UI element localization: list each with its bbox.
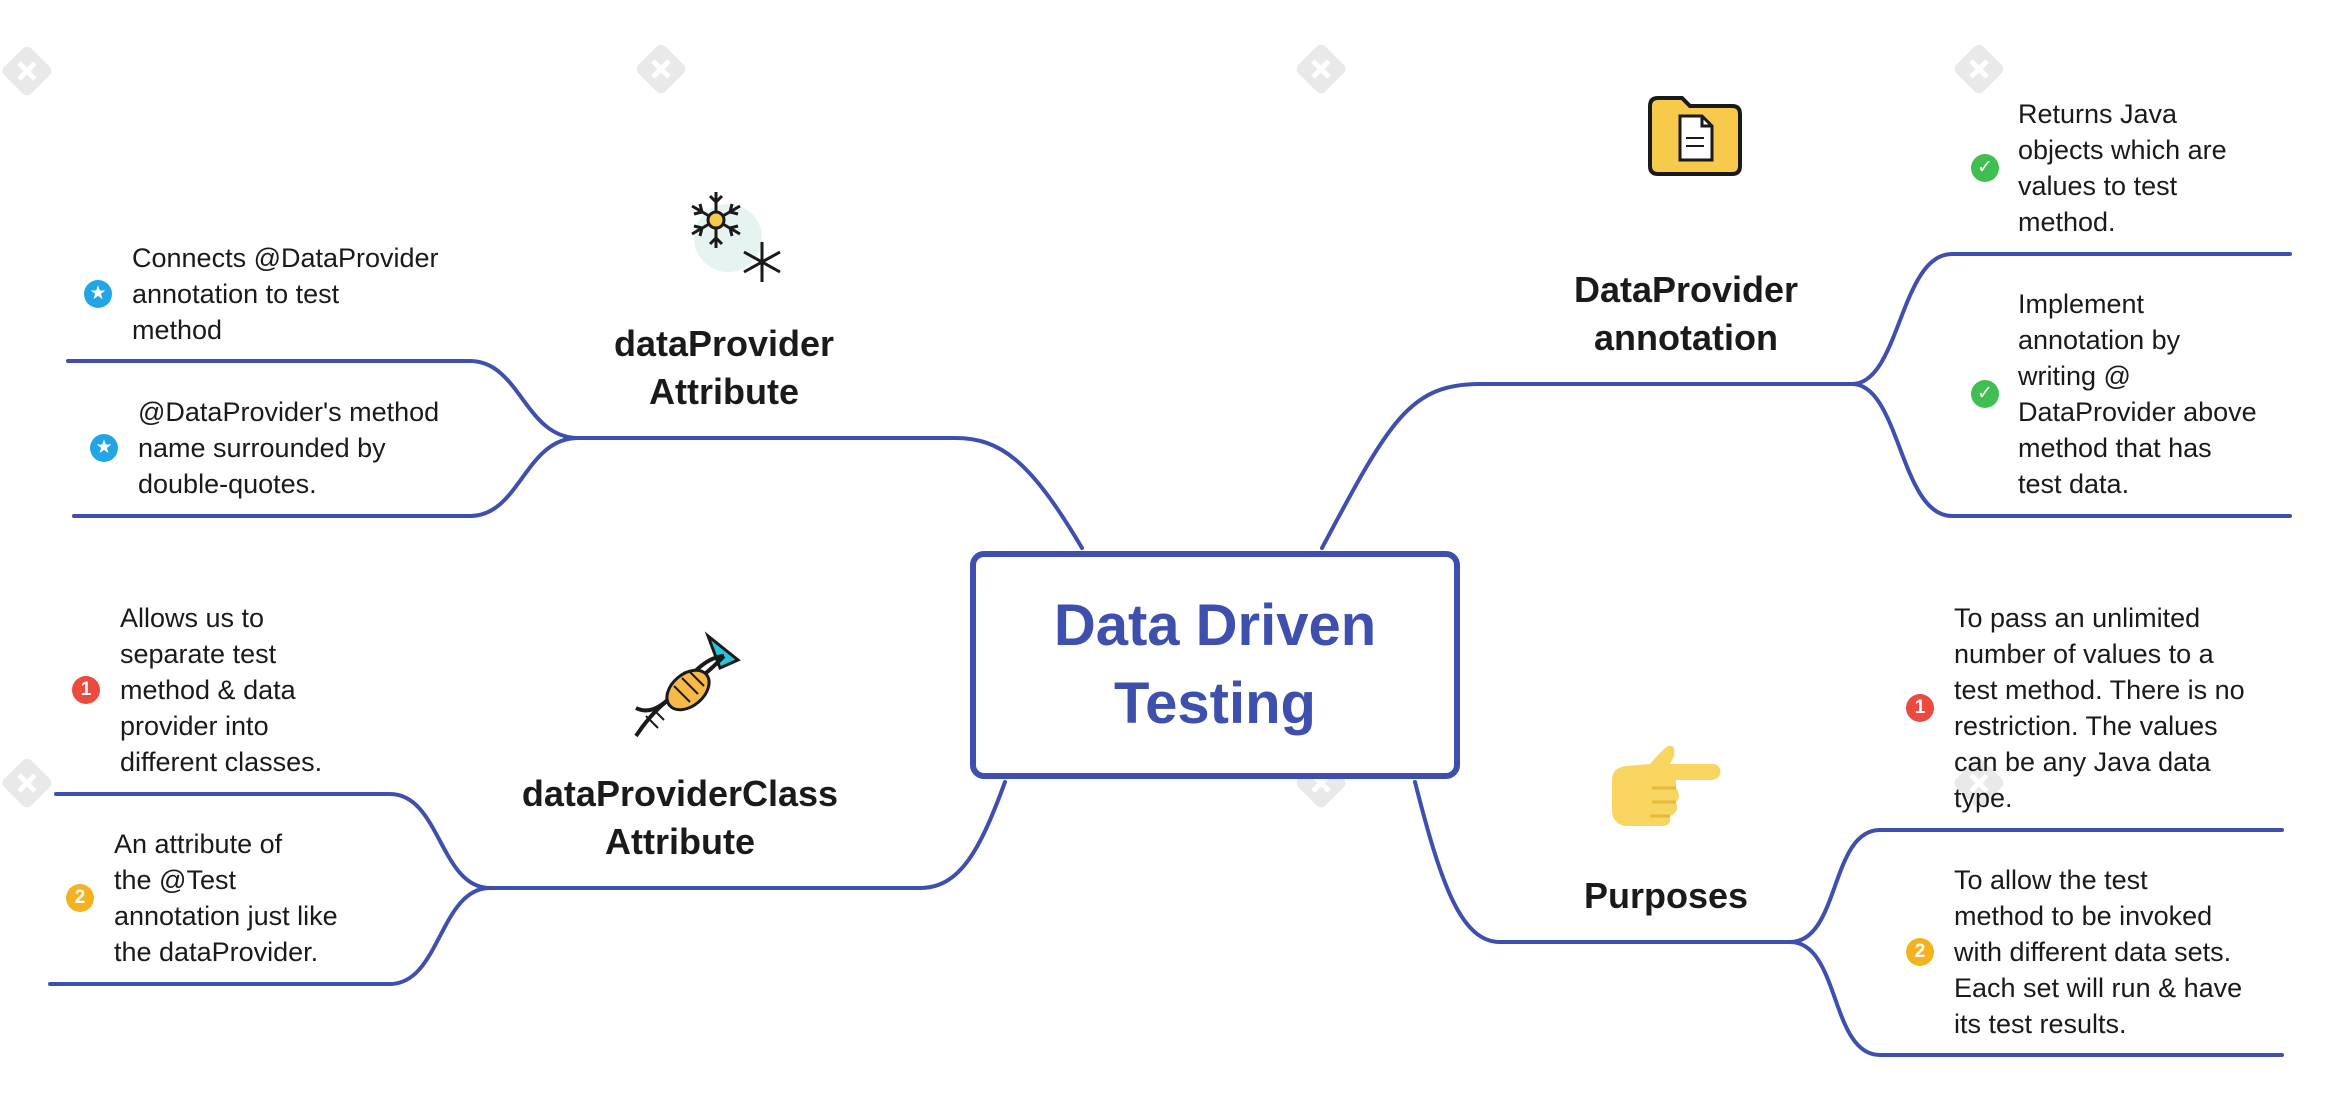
connector-purposes-leaf-1	[1788, 828, 2284, 944]
check-icon: ✓	[1971, 380, 1999, 408]
pointing-hand-icon	[1612, 745, 1721, 826]
leaf-annotation-returns[interactable]: Returns Java objects which are values to…	[2018, 99, 2227, 237]
branch-dataprovider-attribute[interactable]: dataProvider Attribute	[613, 323, 835, 412]
xmind-watermark-icon	[2, 758, 52, 808]
connector-center-purposes	[1413, 780, 1792, 944]
connector-center-attribute	[576, 436, 1084, 550]
central-topic[interactable]: Data Driven Testing	[970, 551, 1460, 779]
snowflake-icon	[691, 192, 781, 282]
connector-annotation-leaf-1	[1850, 252, 2292, 386]
priority-one-icon: 1	[1906, 694, 1934, 722]
leaf-annotation-implement[interactable]: Implement annotation by writing @ DataPr…	[2018, 289, 2257, 499]
priority-two-icon: 2	[66, 884, 94, 912]
leaf-purposes-different-data-sets[interactable]: To allow the test method to be invoked w…	[1954, 865, 2243, 1039]
central-topic-title: Data Driven Testing	[1053, 593, 1377, 736]
dna-icon	[634, 631, 741, 738]
leaf-attribute-method-name[interactable]: @DataProvider's method name surrounded b…	[138, 397, 440, 499]
leaf-purposes-unlimited-values[interactable]: To pass an unlimited number of values to…	[1954, 603, 2245, 813]
star-icon: ★	[90, 434, 118, 462]
leaf-attribute-connects[interactable]: Connects @DataProvider annotation to tes…	[132, 243, 439, 345]
star-icon: ★	[84, 280, 112, 308]
branch-purposes[interactable]: Purposes	[1583, 875, 1749, 916]
priority-one-icon: 1	[72, 676, 100, 704]
xmind-watermark-icon	[2, 46, 52, 96]
check-icon: ✓	[1971, 154, 1999, 182]
leaf-class-attribute-test-annotation[interactable]: An attribute of the @Test annotation jus…	[114, 829, 338, 967]
xmind-watermark-icon	[636, 44, 686, 94]
xmind-watermark-icon	[1296, 44, 1346, 94]
xmind-watermark-icon	[1954, 758, 2004, 808]
connector-annotation-leaf-2	[1850, 382, 2292, 518]
connector-class-attribute-leaf-2	[48, 886, 492, 986]
connector-attribute-leaf-1	[66, 359, 580, 440]
connector-center-class-attribute	[488, 780, 1007, 890]
connector-center-annotation	[1320, 382, 1854, 550]
xmind-watermark-icon	[1954, 44, 2004, 94]
branch-dataproviderclass-attribute[interactable]: dataProviderClass Attribute	[521, 773, 839, 862]
priority-two-icon: 2	[1906, 938, 1934, 966]
branch-dataprovider-annotation[interactable]: DataProvider annotation	[1573, 269, 1799, 358]
folder-document-icon	[1648, 96, 1742, 176]
leaf-class-attribute-separate[interactable]: Allows us to separate test method & data…	[120, 603, 323, 777]
connector-attribute-leaf-2	[72, 436, 580, 518]
connector-purposes-leaf-2	[1788, 940, 2284, 1057]
connector-class-attribute-leaf-1	[54, 792, 492, 890]
